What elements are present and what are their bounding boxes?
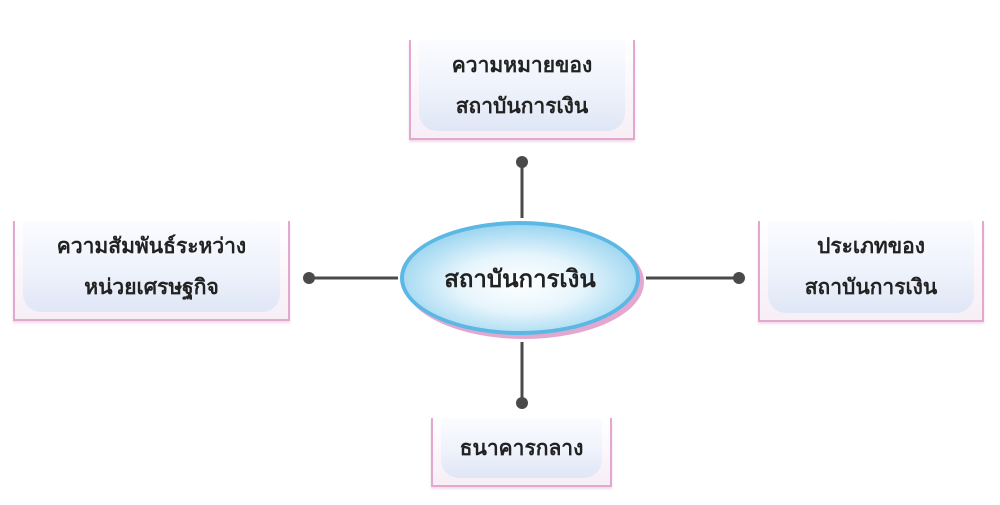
node-left: ความสัมพันธ์ระหว่าง หน่วยเศรษฐกิจ bbox=[13, 221, 290, 321]
node-right-line2: สถาบันการเงิน bbox=[804, 275, 938, 299]
node-left-panel: ความสัมพันธ์ระหว่าง หน่วยเศรษฐกิจ bbox=[23, 221, 280, 312]
connector-bottom-dot bbox=[516, 397, 528, 409]
node-top: ความหมายของ สถาบันการเงิน bbox=[409, 40, 635, 140]
node-right-line1: ประเภทของ bbox=[817, 234, 925, 258]
center-label: สถาบันการเงิน bbox=[444, 264, 596, 293]
node-top-line1: ความหมายของ bbox=[451, 52, 593, 77]
node-left-line2: หน่วยเศรษฐกิจ bbox=[84, 274, 219, 299]
node-top-panel: ความหมายของ สถาบันการเงิน bbox=[419, 40, 625, 131]
connector-top-dot bbox=[516, 156, 528, 168]
node-bottom-line1: ธนาคารกลาง bbox=[459, 435, 584, 460]
node-right: ประเภทของ สถาบันการเงิน bbox=[758, 221, 984, 322]
node-right-panel: ประเภทของ สถาบันการเงิน bbox=[768, 221, 974, 313]
connector-right-dot bbox=[733, 272, 745, 284]
node-top-line2: สถาบันการเงิน bbox=[455, 93, 589, 118]
node-bottom: ธนาคารกลาง bbox=[431, 418, 612, 487]
center-ellipse bbox=[400, 221, 644, 339]
node-left-line1: ความสัมพันธ์ระหว่าง bbox=[56, 233, 247, 258]
node-bottom-panel: ธนาคารกลาง bbox=[441, 418, 602, 478]
connector-left-dot bbox=[303, 272, 315, 284]
